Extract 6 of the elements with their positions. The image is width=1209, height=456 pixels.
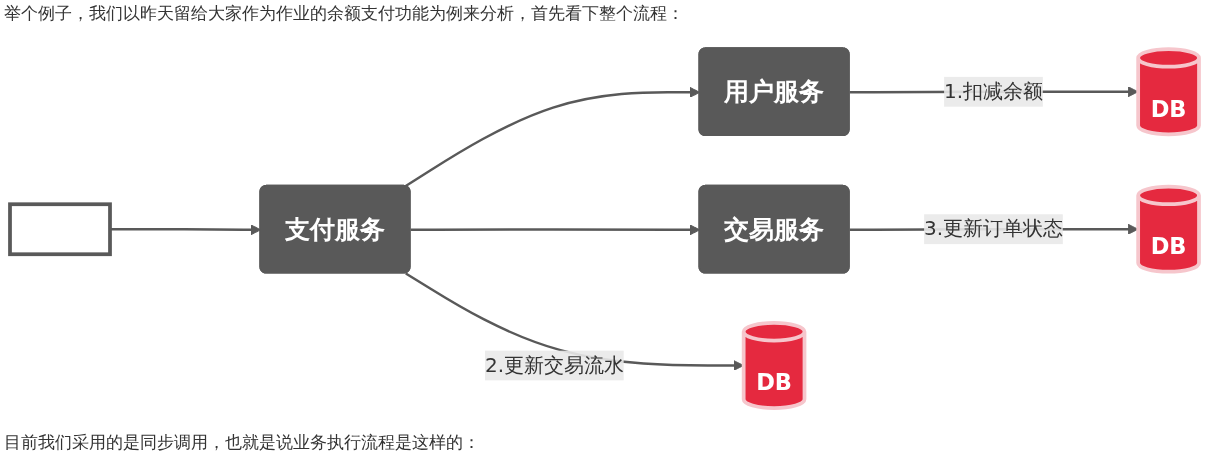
- edge-label: 1.扣减余额: [944, 79, 1044, 103]
- edge-label: 2.更新交易流水: [485, 353, 625, 377]
- node-box: [8, 202, 112, 257]
- body-text: 目前我们采用的是同步调用，也就是说业务执行流程是这样的：: [3, 431, 481, 454]
- edge-label: 3.更新订单状态: [924, 216, 1064, 241]
- body-text: 举个例子，我们以昨天留给大家作为作业的余额支付功能为例来分析，首先看下整个流程：: [3, 2, 685, 25]
